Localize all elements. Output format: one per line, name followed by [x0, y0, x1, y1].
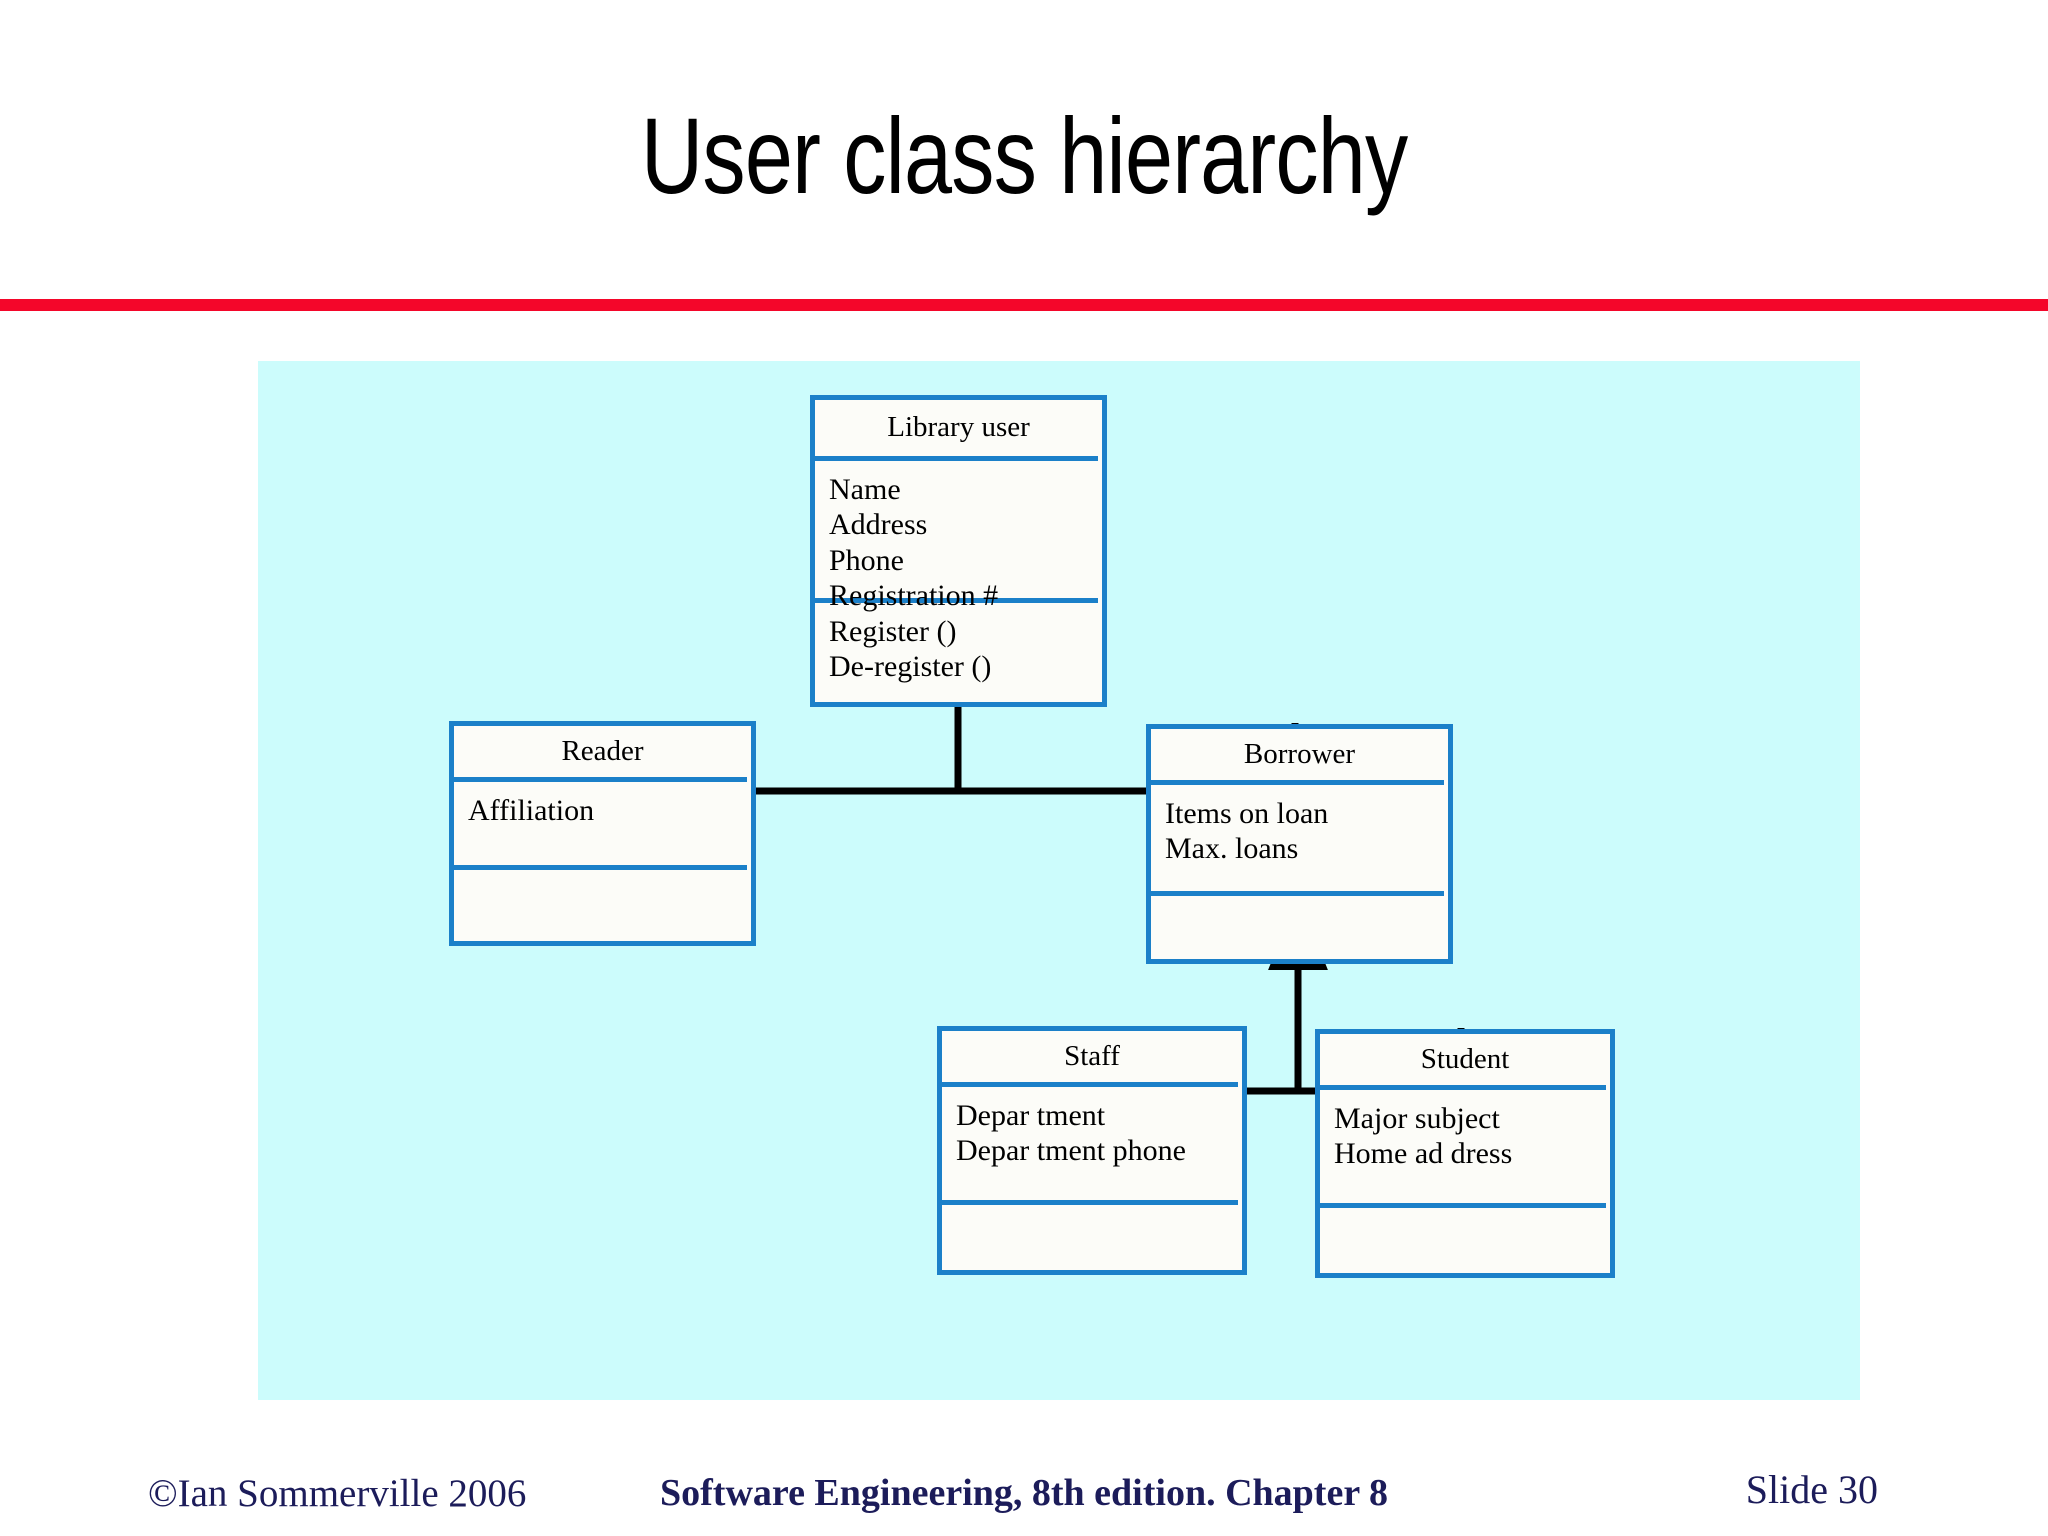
uml-class-reader[interactable]: Reader Affiliation: [449, 721, 756, 947]
uml-attributes: Depar tment Depar tment phone: [942, 1087, 1242, 1200]
uml-attribute: Major subject: [1334, 1102, 1500, 1136]
uml-attributes: Major subject Home ad dress: [1320, 1090, 1610, 1203]
uml-operations: [1320, 1208, 1610, 1273]
page-title-text: User class hierarchy: [640, 95, 1408, 216]
uml-operations: [942, 1205, 1242, 1270]
uml-attribute: Affiliation: [468, 794, 595, 828]
uml-divider: [815, 456, 1098, 462]
uml-divider: [1151, 780, 1444, 786]
uml-class-name: Library user: [887, 411, 1030, 443]
uml-operation: De-register (): [829, 650, 992, 684]
diagram-panel: Library user Name Address Phone Registra…: [258, 361, 1860, 1400]
uml-attributes: Affiliation: [454, 782, 751, 865]
title-divider-rule: [0, 299, 2048, 311]
uml-divider: [942, 1082, 1238, 1088]
uml-attribute: Depar tment: [956, 1099, 1106, 1133]
uml-operations: [454, 870, 751, 941]
uml-attribute: Address: [829, 508, 928, 542]
uml-class-borrower[interactable]: Borrower Items on loan Max. loans: [1146, 724, 1453, 965]
uml-attribute: Registration #: [829, 578, 999, 612]
footer-copyright: ©Ian Sommerville 2006: [148, 1472, 527, 1515]
uml-divider: [815, 598, 1098, 604]
footer-slide-number: Slide 30: [1745, 1467, 1878, 1512]
uml-attribute: Depar tment phone: [956, 1134, 1186, 1168]
uml-divider: [1151, 891, 1444, 897]
uml-class-staff[interactable]: Staff Depar tment Depar tment phone: [937, 1026, 1247, 1276]
uml-class-student[interactable]: Student Major subject Home ad dress: [1315, 1029, 1615, 1279]
uml-class-name: Reader: [561, 735, 644, 767]
uml-attributes: Name Address Phone Registration #: [815, 461, 1102, 611]
uml-divider: [454, 865, 747, 871]
uml-attribute: Max. loans: [1165, 832, 1299, 866]
footer-book-title: Software Engineering, 8th edition. Chapt…: [660, 1472, 1388, 1514]
uml-divider: [1320, 1203, 1606, 1209]
uml-operation: Register (): [829, 615, 957, 649]
uml-divider: [454, 777, 747, 783]
uml-attribute: Items on loan: [1165, 797, 1329, 831]
uml-class-name: Borrower: [1243, 738, 1356, 770]
page-title: User class hierarchy: [0, 96, 2048, 216]
uml-class-name: Student: [1420, 1043, 1510, 1075]
uml-operations: Register () De-register (): [815, 603, 1102, 702]
uml-class-name: Staff: [1064, 1040, 1120, 1072]
uml-divider: [1320, 1085, 1606, 1091]
uml-operations: [1151, 896, 1448, 959]
uml-attribute: Home ad dress: [1334, 1137, 1513, 1171]
uml-attribute: Phone: [829, 543, 904, 577]
uml-class-library-user[interactable]: Library user Name Address Phone Registra…: [810, 395, 1107, 708]
uml-divider: [942, 1200, 1238, 1206]
uml-attribute: Name: [829, 473, 901, 507]
uml-attributes: Items on loan Max. loans: [1151, 785, 1448, 891]
